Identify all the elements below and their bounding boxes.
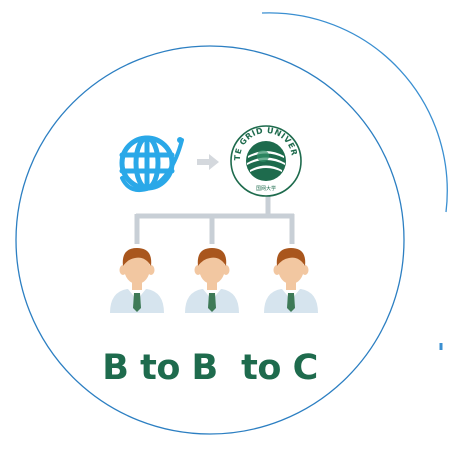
outer-arc [261, 12, 448, 213]
state-grid-university-seal: STATE GRID UNIVERSITY 国网大学 [0, 0, 302, 197]
main-circle [15, 45, 405, 435]
person-icon [110, 248, 164, 313]
person-icon [264, 248, 318, 313]
connector-lines [134, 193, 295, 244]
person-icon [185, 248, 239, 313]
seal-inner-text: 国网大学 [256, 185, 276, 192]
recipients-group [110, 248, 318, 313]
diagram-caption: B to B to C [102, 348, 318, 388]
globe-icon [119, 135, 184, 192]
right-arrow-icon [197, 154, 219, 170]
